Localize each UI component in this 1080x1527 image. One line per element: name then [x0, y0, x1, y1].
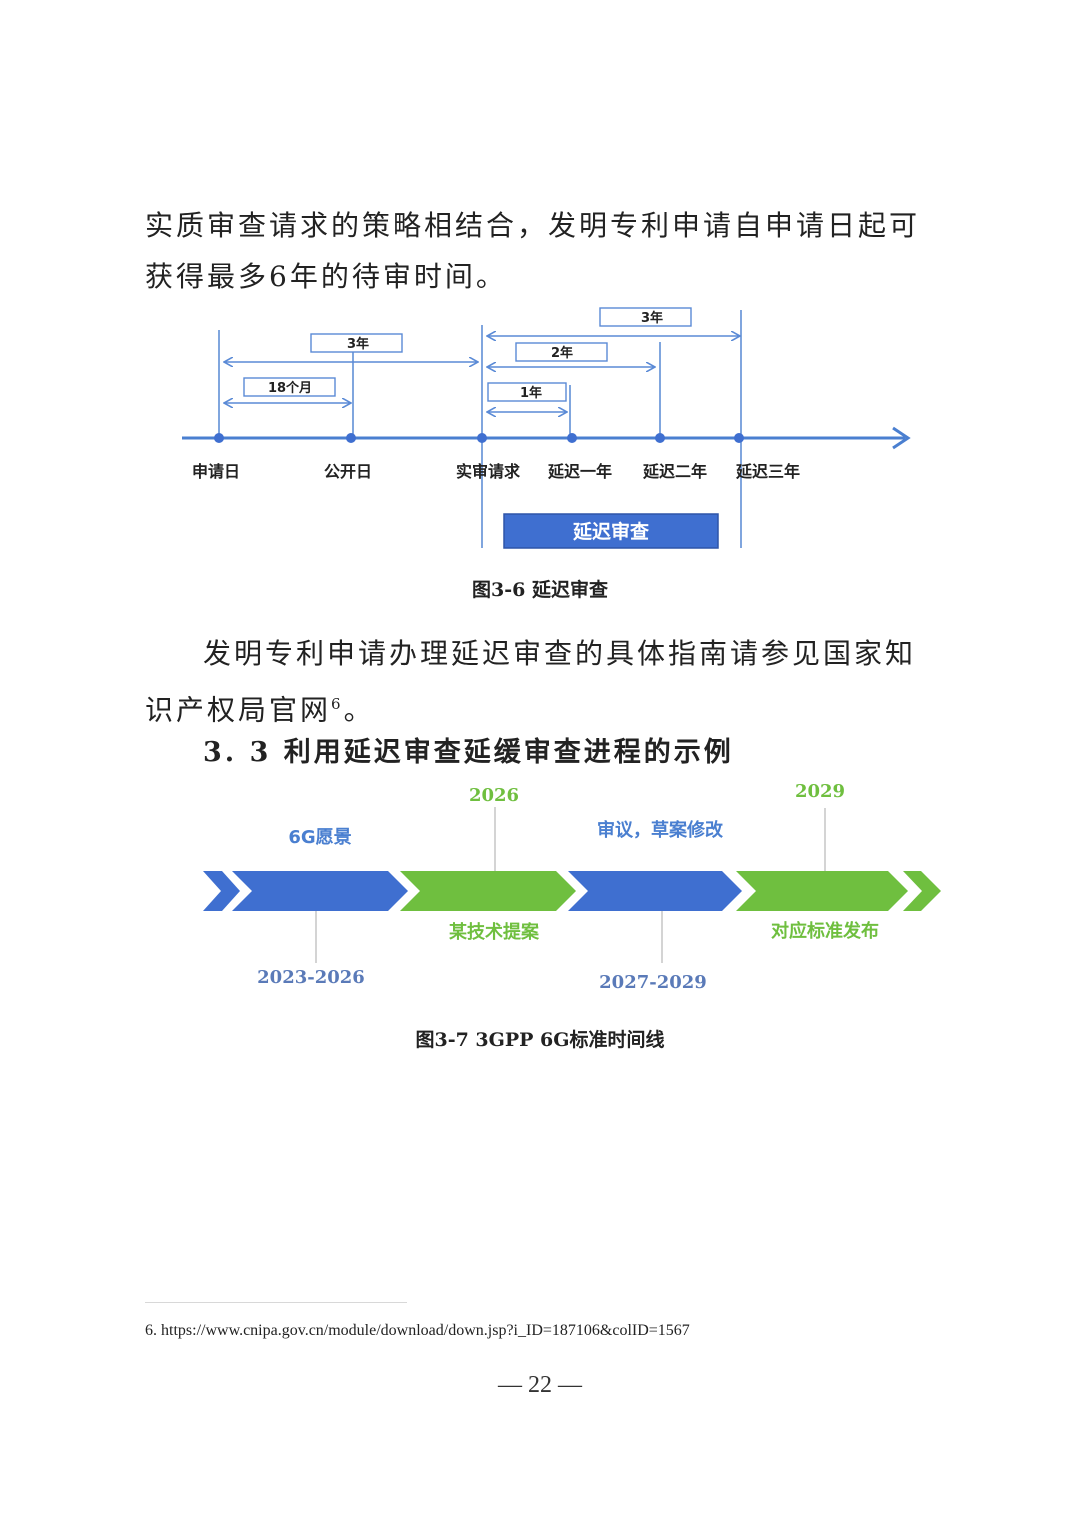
- stage-year: 2029: [795, 781, 845, 802]
- chevron-stage-1: [232, 871, 408, 911]
- node-label: 延迟三年: [735, 462, 800, 481]
- node-dot: [567, 433, 577, 443]
- stage-label: 对应标准发布: [771, 920, 879, 942]
- footnote-divider: [145, 1302, 407, 1303]
- stage-year: 2027-2029: [599, 972, 707, 993]
- chevron-stage-4: [736, 871, 908, 911]
- span-label-1y: 1年: [487, 382, 567, 402]
- body-paragraph-1: 实质审查请求的策略相结合，发明专利申请自申请日起可获得最多6年的待审时间。: [145, 209, 921, 293]
- svg-text:2年: 2年: [551, 345, 573, 361]
- node-label: 实审请求: [456, 462, 521, 481]
- node-label: 延迟二年: [642, 462, 707, 481]
- node-label: 申请日: [192, 462, 240, 481]
- node-dot: [477, 433, 487, 443]
- figure-caption-3-6: 图3-6 延迟审查: [472, 579, 608, 601]
- chevron-small-blue: [203, 871, 240, 911]
- body-paragraph-2: 发明专利申请办理延迟审查的具体指南请参见国家知识产权局官网6。: [145, 637, 917, 727]
- 6g-timeline-diagram: 6G愿景 某技术提案 审议，草案修改 对应标准发布 2023-2026 2026…: [203, 781, 941, 993]
- node-dot: [214, 433, 224, 443]
- span-label-2y: 2年: [515, 342, 608, 362]
- stage-label: 6G愿景: [288, 827, 351, 848]
- span-label-3y-b: 3年: [599, 307, 692, 327]
- stage-label: 某技术提案: [449, 921, 540, 943]
- node-label: 延迟一年: [547, 462, 612, 481]
- deferred-exam-diagram: 18个月 3年 1年 2年 3年 申请日 公开日 实审请求 延迟一年 延迟二年 …: [182, 307, 911, 549]
- svg-text:3年: 3年: [641, 310, 663, 326]
- node-label: 公开日: [324, 462, 372, 481]
- axis-arrowhead: [892, 426, 911, 450]
- svg-text:延迟审查: 延迟审查: [572, 520, 650, 543]
- section-title: 3. 3 利用延迟审查延缓审查进程的示例: [203, 737, 734, 768]
- stage-label: 审议，草案修改: [597, 819, 724, 841]
- span-label-3y-a: 3年: [310, 333, 403, 353]
- stage-year: 2026: [469, 785, 519, 806]
- deferred-exam-banner: 延迟审查: [503, 513, 719, 549]
- chevron-stage-2: [400, 871, 576, 911]
- page-number: — 22 —: [498, 1372, 582, 1398]
- svg-text:18个月: 18个月: [268, 380, 312, 396]
- node-dot: [346, 433, 356, 443]
- footnote-ref[interactable]: 6: [331, 695, 344, 713]
- svg-text:1年: 1年: [520, 385, 542, 401]
- figure-caption-3-7: 图3-7 3GPP 6G标准时间线: [415, 1029, 665, 1051]
- node-dot: [655, 433, 665, 443]
- svg-text:3年: 3年: [347, 336, 369, 352]
- node-dot: [734, 433, 744, 443]
- stage-year: 2023-2026: [257, 967, 365, 988]
- chevron-small-green: [903, 871, 941, 911]
- span-label-18m: 18个月: [243, 377, 336, 397]
- chevron-stage-3: [568, 871, 742, 911]
- footnote: 6. https://www.cnipa.gov.cn/module/downl…: [145, 1322, 690, 1339]
